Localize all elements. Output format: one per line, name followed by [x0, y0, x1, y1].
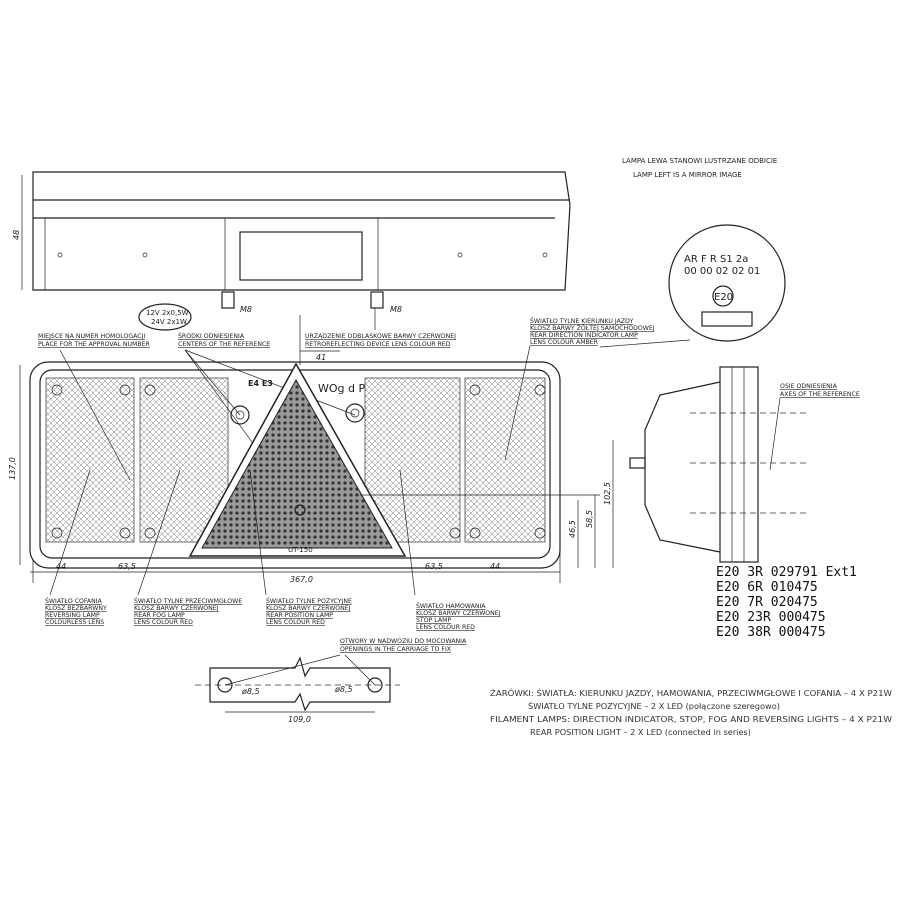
dim-height-137: 137,0 — [8, 457, 17, 480]
dia-left: ø8,5 — [241, 687, 260, 696]
bulb-badge-24v: 24V 2x1W — [151, 318, 187, 326]
approval-codes-top: AR F R S1 2a — [684, 254, 748, 265]
height-48-dim: 48 — [12, 230, 21, 240]
dia-right: ø8,5 — [334, 685, 353, 694]
approval-mark: AR F R S1 2a 00 00 02 02 01 E20 — [668, 224, 786, 342]
svg-text:KLOSZ BARWY ŻÓŁTEJ SAMOCHODOWE: KLOSZ BARWY ŻÓŁTEJ SAMOCHODOWEJ — [530, 323, 655, 332]
stud-right-label: M8 — [390, 305, 402, 314]
dim-102: 102,5 — [603, 482, 612, 505]
svg-text:E20 3R 029791 Ext1: E20 3R 029791 Ext1 — [716, 565, 857, 580]
svg-text:LENS COLOUR RED: LENS COLOUR RED — [134, 619, 193, 626]
label-wogd: WOg d P — [318, 382, 365, 395]
top-view: 48 M8 M8 — [12, 171, 571, 314]
dim-46: 46,5 — [568, 520, 577, 538]
svg-text:ŚWIATŁO COFANIA: ŚWIATŁO COFANIA — [45, 596, 103, 605]
svg-text:E20 38R 000475: E20 38R 000475 — [716, 625, 826, 640]
svg-text:KLOSZ BEZBARWNY: KLOSZ BEZBARWNY — [45, 605, 107, 612]
mirror-note-en: LAMP LEFT IS A MIRROR IMAGE — [633, 171, 742, 179]
callout-approval-pl: MIEJSCE NA NUMER HOMOLOGACJI — [38, 333, 145, 340]
callout-direction-indicator: ŚWIATŁO TYLNE KIERUNKU JAZDY KLOSZ BARWY… — [530, 316, 655, 346]
approval-codes-bottom: 00 00 02 02 01 — [684, 266, 760, 277]
dim-41: 41 — [316, 353, 326, 362]
svg-text:E20 6R 010475: E20 6R 010475 — [716, 580, 818, 595]
mounting-detail: ø8,5 ø8,5 109,0 — [195, 654, 400, 724]
svg-text:LENS COLOUR RED: LENS COLOUR RED — [416, 624, 475, 631]
svg-text:ŚWIATŁO TYLNE PRZECIWMGŁOWE: ŚWIATŁO TYLNE PRZECIWMGŁOWE — [134, 596, 242, 605]
callout-approval-en: PLACE FOR THE APPROVAL NUMBER — [38, 341, 151, 348]
label-ut150: UT-150 — [288, 546, 313, 554]
callout-reversing: ŚWIATŁO COFANIA KLOSZ BEZBARWNY REVERSIN… — [45, 596, 107, 626]
svg-text:REAR POSITION LAMP: REAR POSITION LAMP — [266, 612, 333, 619]
callout-centers-en: CENTERS OF THE REFERENCE — [178, 341, 270, 348]
svg-text:OTWORY W NADWOZIU DO MOCOWANIA: OTWORY W NADWOZIU DO MOCOWANIA — [340, 638, 467, 645]
svg-text:OPENINGS IN THE CARRIAGE TO FI: OPENINGS IN THE CARRIAGE TO FIX — [340, 646, 452, 653]
svg-text:ŚWIATŁO TYLNE KIERUNKU JAZDY: ŚWIATŁO TYLNE KIERUNKU JAZDY — [530, 316, 633, 325]
svg-text:KLOSZ BARWY CZERWONEJ: KLOSZ BARWY CZERWONEJ — [416, 610, 501, 617]
dim-58: 58,5 — [585, 510, 594, 528]
svg-text:LENS COLOUR RED: LENS COLOUR RED — [266, 619, 325, 626]
svg-text:STOP LAMP: STOP LAMP — [416, 617, 451, 624]
dim-right-44: 44 — [490, 562, 500, 571]
front-view: WOg d P E4 E3 UT-150 41 44 63,5 367,0 63… — [8, 350, 614, 584]
callout-axes-pl: OSIE ODNIESIENIA — [780, 383, 838, 390]
svg-text:REAR DIRECTION INDICATOR LAMP: REAR DIRECTION INDICATOR LAMP — [530, 332, 638, 339]
svg-text:REAR POSITION LIGHT – 2 X L: REAR POSITION LIGHT – 2 X LED (connected… — [530, 727, 751, 737]
callout-openings: OTWORY W NADWOZIU DO MOCOWANIA OPENINGS … — [340, 638, 467, 653]
callout-fog: ŚWIATŁO TYLNE PRZECIWMGŁOWE KLOSZ BARWY … — [134, 596, 242, 626]
label-code: E4 E3 — [248, 379, 273, 388]
callout-centers-pl: ŚRODKI ODNIESIENIA — [178, 331, 245, 340]
dim-left-63: 63,5 — [118, 562, 136, 571]
svg-text:ŚWIATŁO TYLNE POZYCYJNE – 2: ŚWIATŁO TYLNE POZYCYJNE – 2 X LED (połąc… — [528, 700, 780, 711]
callout-stop: ŚWIATŁO HAMOWANIA KLOSZ BARWY CZERWONEJ … — [416, 601, 501, 631]
side-view: OSIE ODNIESIENIA AXES OF THE REFERENCE — [629, 366, 860, 563]
svg-text:FILAMENT LAMPS: DIRECTION INDI: FILAMENT LAMPS: DIRECTION INDICATOR, STO… — [490, 714, 892, 724]
approval-numbers: E20 3R 029791 Ext1 E20 6R 010475 E20 7R … — [716, 565, 857, 640]
svg-text:ŚWIATŁO TYLNE POZYCYJNE: ŚWIATŁO TYLNE POZYCYJNE — [266, 596, 352, 605]
bulb-badge — [138, 303, 192, 331]
svg-text:COLOURLESS LENS: COLOURLESS LENS — [45, 619, 104, 626]
svg-text:REAR FOG LAMP: REAR FOG LAMP — [134, 612, 185, 619]
svg-text:ŻARÓWKI: ŚWIATŁA: KIERUNKU JAZ: ŻARÓWKI: ŚWIATŁA: KIERUNKU JAZDY, HAMOWA… — [490, 687, 892, 698]
svg-text:REVERSING LAMP: REVERSING LAMP — [45, 612, 100, 619]
bulbs-note: ŻARÓWKI: ŚWIATŁA: KIERUNKU JAZDY, HAMOWA… — [490, 687, 892, 737]
svg-text:E20 23R 000475: E20 23R 000475 — [716, 610, 826, 625]
spacing-109: 109,0 — [288, 715, 311, 724]
bulb-badge-12v: 12V 2x0,5W — [146, 309, 189, 317]
svg-text:KLOSZ BARWY CZERWONEJ: KLOSZ BARWY CZERWONEJ — [266, 605, 351, 612]
svg-text:ŚWIATŁO HAMOWANIA: ŚWIATŁO HAMOWANIA — [416, 601, 486, 610]
dim-width-367: 367,0 — [290, 575, 313, 584]
callout-position: ŚWIATŁO TYLNE POZYCYJNE KLOSZ BARWY CZER… — [266, 596, 352, 626]
callout-retro-pl: URZĄDZENIE ODBLASKOWE BARWY CZERWONEJ — [305, 332, 456, 340]
callout-axes-en: AXES OF THE REFERENCE — [780, 391, 860, 398]
mirror-note-pl: LAMPA LEWA STANOWI LUSTRZANE ODBICIE — [622, 157, 777, 165]
dim-left-44: 44 — [56, 562, 66, 571]
dim-right-63: 63,5 — [425, 562, 443, 571]
svg-text:KLOSZ BARWY CZERWONEJ: KLOSZ BARWY CZERWONEJ — [134, 605, 219, 612]
callout-retro-en: RETROREFLECTING DEVICE LENS COLOUR RED — [305, 341, 451, 348]
svg-text:E20 7R 020475: E20 7R 020475 — [716, 595, 818, 610]
stud-left-label: M8 — [240, 305, 252, 314]
emark: E20 — [714, 292, 733, 303]
svg-text:LENS COLOUR AMBER: LENS COLOUR AMBER — [530, 339, 599, 346]
